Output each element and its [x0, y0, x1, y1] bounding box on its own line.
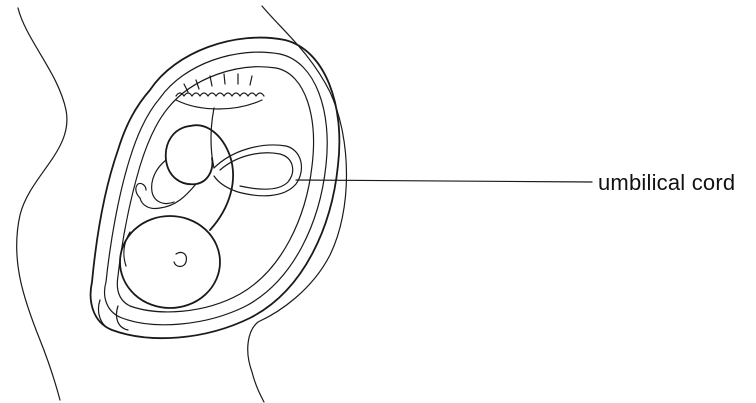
uterus-outer-wall — [91, 38, 340, 339]
fetus-ear — [174, 252, 186, 266]
amniotic-sac — [117, 67, 313, 312]
fetus-back — [190, 125, 233, 230]
uterus-inner-wall — [105, 52, 328, 325]
fetus-hand — [136, 183, 146, 198]
placenta-lower-edge — [176, 100, 262, 109]
fetus-leg-lower — [152, 160, 174, 204]
umbilical-cord-label: umbilical cord — [598, 170, 735, 196]
placenta-texture — [184, 74, 252, 92]
mother-back-outline — [17, 8, 67, 400]
umbilical-cord — [214, 145, 301, 196]
fetus-legs — [166, 126, 213, 184]
fetus-arm — [140, 184, 196, 209]
placenta — [176, 93, 264, 96]
fetus-head — [120, 216, 220, 308]
umbilical-cord-leader-line — [296, 180, 592, 182]
fetus-face — [124, 232, 130, 266]
